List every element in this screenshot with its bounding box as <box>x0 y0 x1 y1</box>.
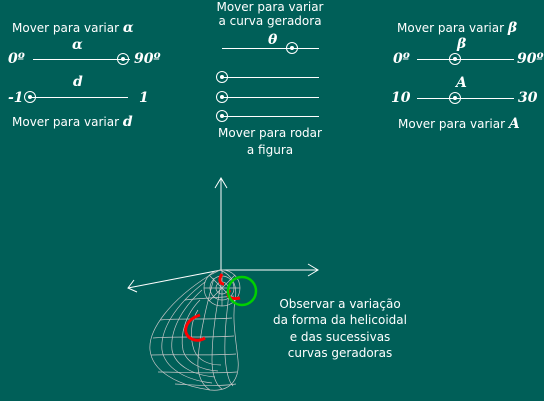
rotate-track-3 <box>222 116 319 117</box>
slider-d-track <box>30 97 128 98</box>
y-axis-arrow-icon <box>307 263 319 277</box>
rotate-handle-3[interactable] <box>216 110 228 122</box>
axes <box>127 177 319 293</box>
slider-alpha-handle[interactable] <box>117 53 130 65</box>
slider-d-max-label: 1 <box>139 90 149 106</box>
slider-alpha-symbol: α <box>122 20 134 36</box>
observe-line-2: da forma da helicoidal <box>273 313 407 327</box>
slider-theta-handle[interactable] <box>285 42 298 54</box>
slider-A-max-label: 30 <box>518 90 538 106</box>
rotate-handle-1[interactable] <box>216 71 228 83</box>
slider-beta-min-label: 0º <box>393 51 410 67</box>
rotate-label-1: Mover para rodar <box>218 126 322 140</box>
slider-alpha-track <box>33 59 130 60</box>
slider-A-min-label: 10 <box>391 90 411 106</box>
slider-alpha-max-label: 90º <box>134 51 161 67</box>
observe-line-3: e das sucessivas <box>289 330 391 344</box>
slider-d-var-label: d <box>73 74 83 90</box>
slider-theta-var-label: θ <box>268 32 278 48</box>
generator-curve-1 <box>184 313 206 342</box>
mesh-outline <box>149 269 239 391</box>
rotate-track-2 <box>222 97 319 98</box>
slider-d-instruction: Mover para variar d <box>12 114 133 130</box>
slider-A-instruction: Mover para variar A <box>398 116 520 132</box>
slider-A-track <box>417 98 514 99</box>
z-axis-arrow-icon <box>214 177 228 189</box>
slider-theta-track <box>222 48 319 49</box>
observe-line-4: curvas geradoras <box>287 346 393 360</box>
slider-beta-var-label: β <box>457 36 467 52</box>
slider-d-handle[interactable] <box>24 91 36 103</box>
generator-curve-3 <box>218 273 225 286</box>
slider-theta-instruction-1: Mover para variar <box>216 0 324 14</box>
x-axis-arrow-icon <box>127 279 138 293</box>
rotate-track-1 <box>222 77 319 78</box>
current-curve-circle <box>226 275 258 307</box>
slider-alpha-instruction: Mover para variar α <box>12 20 134 36</box>
slider-theta-instruction-2: a curva geradora <box>218 14 322 28</box>
rotate-handle-2[interactable] <box>216 91 228 103</box>
slider-A-var-label: A <box>456 75 467 91</box>
slider-beta-symbol: β <box>507 20 518 36</box>
slider-beta-track <box>417 59 514 60</box>
slider-alpha-var-label: α <box>72 37 83 53</box>
x-axis <box>127 269 222 289</box>
slider-d-min-label: -1 <box>8 90 24 106</box>
slider-beta-instruction: Mover para variar β <box>397 20 518 36</box>
slider-d-symbol: d <box>122 114 133 130</box>
slider-alpha-min-label: 0º <box>8 51 25 67</box>
slider-A-handle[interactable] <box>448 92 461 104</box>
observe-line-1: Observar a variação <box>279 297 401 311</box>
rotate-label-2: a figura <box>246 143 294 157</box>
slider-A-symbol: A <box>508 116 520 132</box>
slider-beta-handle[interactable] <box>448 53 461 65</box>
slider-beta-max-label: 90º <box>517 51 544 67</box>
helicoid-mesh <box>149 269 241 391</box>
